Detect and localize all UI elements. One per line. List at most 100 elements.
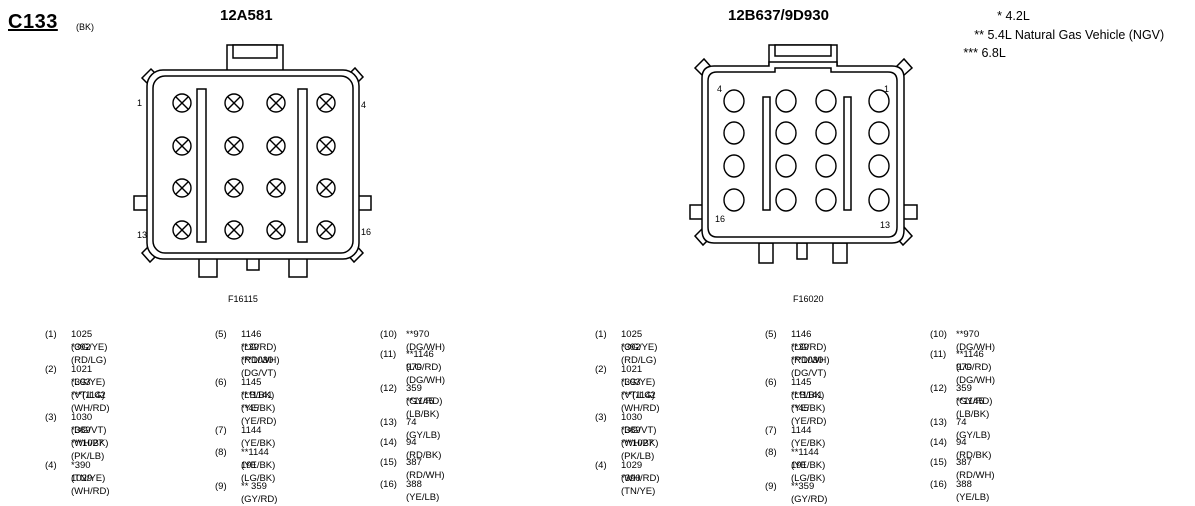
pin-number: (13) [930, 417, 947, 428]
pin-number: (5) [765, 329, 777, 340]
pin-number: (13) [380, 417, 397, 428]
right-pin-cavities [723, 89, 890, 212]
pin-number: (10) [380, 329, 397, 340]
pin-circuit: ***1027 (PK/LB) [621, 438, 655, 462]
pin-circuit: **1145 (LB/BK) [956, 396, 990, 420]
pin-number: (4) [595, 460, 607, 471]
pin-number: (16) [930, 479, 947, 490]
pin-cavity [224, 178, 244, 198]
right-pin-label-16: 16 [715, 214, 725, 224]
pin-circuit: *392 (RD/LG) [621, 342, 657, 366]
pin-cavity [815, 121, 837, 145]
pin-circuit: *393 (VT/LG) [71, 377, 105, 401]
pin-circuit: **45 (YE/RD) [791, 403, 827, 427]
pin-number: (11) [930, 349, 947, 360]
pin-circuit: 74 (GY/LB) [406, 417, 441, 441]
pin-circuit: 1146 (LG/RD) [241, 329, 277, 353]
right-pin-label-13: 13 [880, 220, 890, 230]
pin-circuit: 388 (YE/LB) [956, 479, 990, 503]
pin-cavity [723, 154, 745, 178]
pin-circuit: **39 (RD/WH) [791, 342, 830, 366]
pin-circuit: ***1141 (YE/BK) [241, 390, 276, 414]
left-pin-label-4: 4 [361, 100, 366, 110]
right-connector-face [689, 44, 918, 264]
pin-circuit: 1144 (YE/BK) [241, 425, 276, 449]
pin-circuit: 94 (RD/BK) [406, 437, 442, 461]
pin-number: (2) [595, 364, 607, 375]
pin-cavity [316, 136, 336, 156]
pin-circuit: 1021 (LG/YE) [71, 364, 106, 388]
pin-number: (7) [215, 425, 227, 436]
legend-text: 6.8L [981, 46, 1006, 60]
pin-circuit: 191 (LG/BK) [241, 460, 276, 484]
pin-cavity [266, 93, 286, 113]
pin-cavity [172, 136, 192, 156]
left-figure-id: F16115 [228, 294, 258, 304]
pin-cavity [723, 188, 745, 212]
pin-cavity [775, 89, 797, 113]
pin-number: (6) [215, 377, 227, 388]
pin-circuit: 1029 (WH/RD) [621, 460, 660, 484]
pin-circuit: 1025 (OG/YE) [71, 329, 108, 353]
pin-circuit: 94 (RD/BK) [956, 437, 992, 461]
left-part-number: 12A581 [220, 7, 273, 24]
pin-circuit: 359 (GY/RD) [956, 383, 993, 407]
pin-cavity [868, 121, 890, 145]
pin-circuit: 1030 (DG/VT) [71, 412, 107, 436]
pin-circuit: **359 (GY/RD) [791, 481, 828, 505]
pin-cavity [224, 220, 244, 240]
pin-circuit: ***(1142 (WH/RD) [621, 390, 660, 414]
pin-circuit: **1144 (YE/BK) [241, 447, 276, 471]
connector-id: C133 [8, 11, 58, 33]
pin-circuit: 1030 (DG/VT) [621, 412, 657, 436]
pin-circuit: **39 (RD/WH) [241, 342, 280, 366]
legend-marker: ** [974, 28, 984, 42]
pin-number: (1) [45, 329, 57, 340]
pin-number: (7) [765, 425, 777, 436]
pin-circuit: *389 (WH/BK) [621, 425, 659, 449]
pin-circuit: **1146 (LG/RD) [406, 349, 442, 373]
pin-circuit: *390 (TN/YE) [621, 473, 656, 497]
pin-cavity [224, 136, 244, 156]
pin-circuit: 1025 (OG/YE) [621, 329, 658, 353]
pin-circuit: 387 (RD/WH) [406, 457, 445, 481]
pin-cavity [316, 178, 336, 198]
pin-number: (9) [215, 481, 227, 492]
pin-cavity [172, 220, 192, 240]
pin-number: (12) [380, 383, 397, 394]
pin-cavity [266, 220, 286, 240]
pin-circuit: **1146 (LG/RD) [956, 349, 992, 373]
legend-item-1: * 4.2L [970, 9, 1030, 23]
pin-circuit: *389 (WH/BK) [71, 425, 109, 449]
right-part-number: 12B637/9D930 [728, 7, 829, 24]
pin-circuit: ***1030 (DG/VT) [791, 355, 827, 379]
pin-number: (2) [45, 364, 57, 375]
pin-cavity [266, 178, 286, 198]
pin-number: (14) [930, 437, 947, 448]
pin-circuit: 1145 (LB/BK) [241, 377, 275, 401]
pin-circuit: 1144 (YE/BK) [791, 425, 826, 449]
pin-circuit: *390 (TN/YE) [71, 460, 106, 484]
pin-cavity [723, 89, 745, 113]
pin-cavity [172, 93, 192, 113]
connector-color: (BK) [76, 22, 94, 32]
pin-number: (5) [215, 329, 227, 340]
pin-number: (15) [380, 457, 397, 468]
pin-number: (14) [380, 437, 397, 448]
pin-circuit: **970 (DG/WH) [956, 329, 996, 353]
pin-number: (12) [930, 383, 947, 394]
pin-circuit: **1145 (LB/BK) [406, 396, 440, 420]
pin-circuit: 1021 (LG/YE) [621, 364, 656, 388]
pin-cavity [815, 154, 837, 178]
pin-number: (6) [765, 377, 777, 388]
pin-cavity [868, 89, 890, 113]
pin-cavity [316, 93, 336, 113]
pin-number: (9) [765, 481, 777, 492]
right-pinout-table: (1) 1025 (OG/YE)*392 (RD/LG) (2) 1021 (LG/Y… [595, 328, 1075, 505]
pin-circuit: 1145 (LB/BK) [791, 377, 825, 401]
pin-circuit: ** 359 (GY/RD) [241, 481, 278, 505]
pin-number: (1) [595, 329, 607, 340]
legend-item-2: ** 5.4L Natural Gas Vehicle (NGV) [952, 28, 1164, 42]
right-pin-label-4: 4 [717, 84, 722, 94]
pin-cavity [775, 121, 797, 145]
